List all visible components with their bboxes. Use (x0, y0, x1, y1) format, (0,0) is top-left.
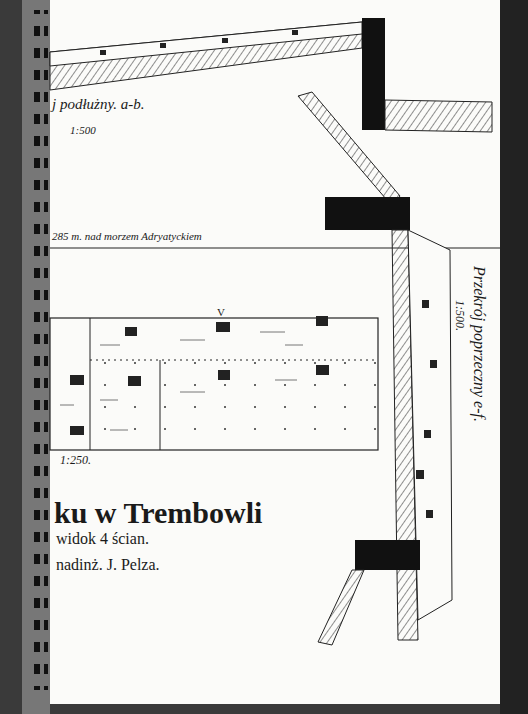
scale-label: 1:500 (70, 124, 96, 136)
scale-label: 1:500. (453, 300, 466, 331)
page-title: ku w Trembowli (54, 496, 262, 529)
point-label: V (217, 306, 225, 318)
subtitle: widok 4 ścian. (56, 530, 149, 548)
elevation-note: 285 m. nad morzem Adryatyckiem (52, 230, 202, 242)
section-title: j podłużny. a-b. (52, 96, 145, 113)
section-title: Przekrój poprzeczny e-f. (470, 266, 488, 422)
scale-label: 1:250. (60, 454, 91, 467)
author-note: nadinż. J. Pelza. (56, 556, 160, 574)
